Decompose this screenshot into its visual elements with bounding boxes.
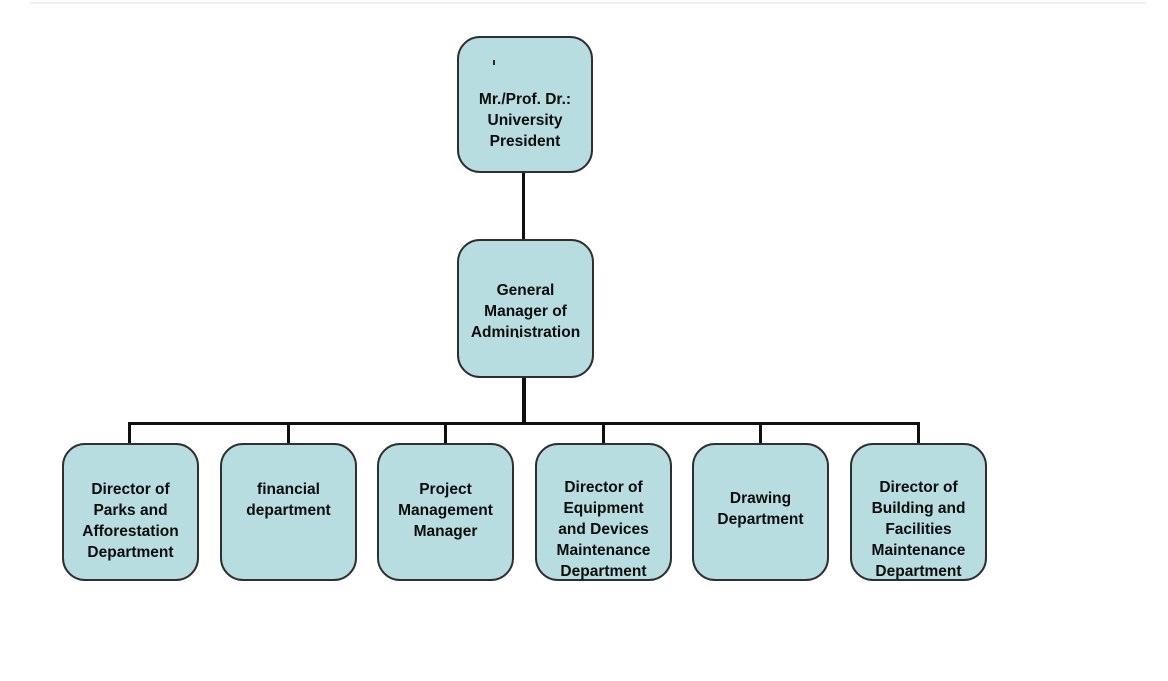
top-rule	[30, 2, 1146, 4]
node-project-management: Project Management Manager	[377, 443, 514, 581]
connector-stub-drawing	[759, 422, 762, 445]
stray-mark	[493, 60, 495, 65]
node-financial-department: financial department	[220, 443, 357, 581]
node-drawing-department: Drawing Department	[692, 443, 829, 581]
general-manager-note: .	[516, 327, 520, 341]
connector-stub-equipment	[602, 422, 605, 445]
connector-gm-to-bus	[522, 376, 526, 425]
node-project-management-label: Project Management Manager	[398, 481, 493, 540]
node-university-president-label: Mr./Prof. Dr.: University President	[478, 91, 572, 150]
node-general-manager: General Manager of Administration	[457, 239, 594, 378]
connector-president-to-gm	[522, 171, 525, 241]
node-financial-department-label: financial department	[246, 481, 331, 519]
node-general-manager-label: General Manager of Administration	[470, 282, 581, 341]
node-building-maintenance-label: Director of Building and Facilities Main…	[871, 479, 966, 580]
node-equipment-maintenance-label: Director of Equipment and Devices Mainte…	[556, 479, 651, 580]
node-drawing-department-label: Drawing Department	[717, 490, 804, 528]
connector-stub-project	[444, 422, 447, 445]
connector-bus	[128, 422, 920, 425]
node-building-maintenance: Director of Building and Facilities Main…	[850, 443, 987, 581]
connector-stub-parks	[128, 422, 131, 445]
connector-stub-financial	[287, 422, 290, 445]
node-equipment-maintenance: Director of Equipment and Devices Mainte…	[535, 443, 672, 581]
node-university-president: Mr./Prof. Dr.: University President	[457, 36, 593, 173]
node-parks-department: Director of Parks and Afforestation Depa…	[62, 443, 199, 581]
connector-stub-building	[917, 422, 920, 445]
node-parks-department-label: Director of Parks and Afforestation Depa…	[82, 481, 179, 561]
